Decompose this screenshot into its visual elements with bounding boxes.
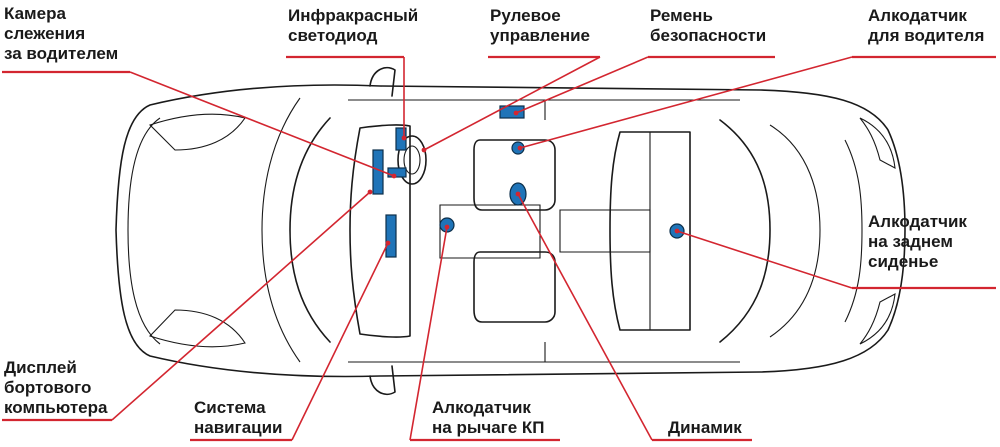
label-rear-seat-line-3: сиденье [868,252,939,271]
label-rear-seat-line-2: на заднем [868,232,953,251]
label-speaker-line-1: Динамик [668,418,742,437]
label-seatbelt-line-1: Ремень [650,6,713,25]
label-rear-seat-sensor: Алкодатчик на заднем сиденье [868,212,967,272]
leader-driver-camera [129,71,395,177]
label-steering: Рулевое управление [490,6,590,46]
label-driver-camera-line-3: за водителем [4,44,119,63]
label-rear-seat-line-1: Алкодатчик [868,212,967,231]
leader-navigation [291,242,389,441]
display-unit [372,149,384,195]
label-steering-line-1: Рулевое [490,6,561,25]
label-driver-sensor-line-1: Алкодатчик [868,6,967,25]
driver-camera-unit [387,167,407,178]
label-display-line-1: Дисплей [4,358,77,377]
label-steering-line-2: управление [490,26,590,45]
navigation-unit [385,214,397,258]
label-navigation-line-2: навигации [194,418,283,437]
label-driver-sensor: Алкодатчик для водителя [868,6,984,46]
label-display-line-3: компьютера [4,398,108,417]
leader-speaker [517,193,653,441]
label-driver-camera-line-1: Камера [4,4,66,23]
label-driver-camera-line-2: слежения [4,24,86,43]
steering-unit [499,105,525,119]
leader-seatbelt [515,56,649,114]
label-display: Дисплей бортового компьютера [4,358,107,418]
label-gear-line-1: Алкодатчик [432,398,531,417]
leader-lines [2,55,996,442]
leader-steering [423,56,601,151]
label-gear-sensor: Алкодатчик на рычаге КП [432,398,545,438]
leader-driver-sensor [519,56,853,149]
label-seatbelt-line-2: безопасности [650,26,767,45]
label-driver-camera: Камера слежения за водителем [4,4,118,64]
components [372,105,685,258]
label-navigation: Система навигации [194,398,283,438]
label-gear-line-2: на рычаге КП [432,418,545,437]
car-outline [115,66,906,396]
label-ir-led-line-1: Инфракрасный [288,6,419,25]
label-driver-sensor-line-2: для водителя [868,26,985,45]
label-display-line-2: бортового [4,378,92,397]
label-ir-led: Инфракрасный светодиод [288,6,418,46]
leader-gear [409,226,448,441]
label-ir-led-line-2: светодиод [288,26,378,45]
leader-rear-seat [676,230,853,289]
label-speaker: Динамик [668,418,742,438]
label-navigation-line-1: Система [194,398,266,417]
leader-display [111,191,371,421]
label-seatbelt: Ремень безопасности [650,6,766,46]
